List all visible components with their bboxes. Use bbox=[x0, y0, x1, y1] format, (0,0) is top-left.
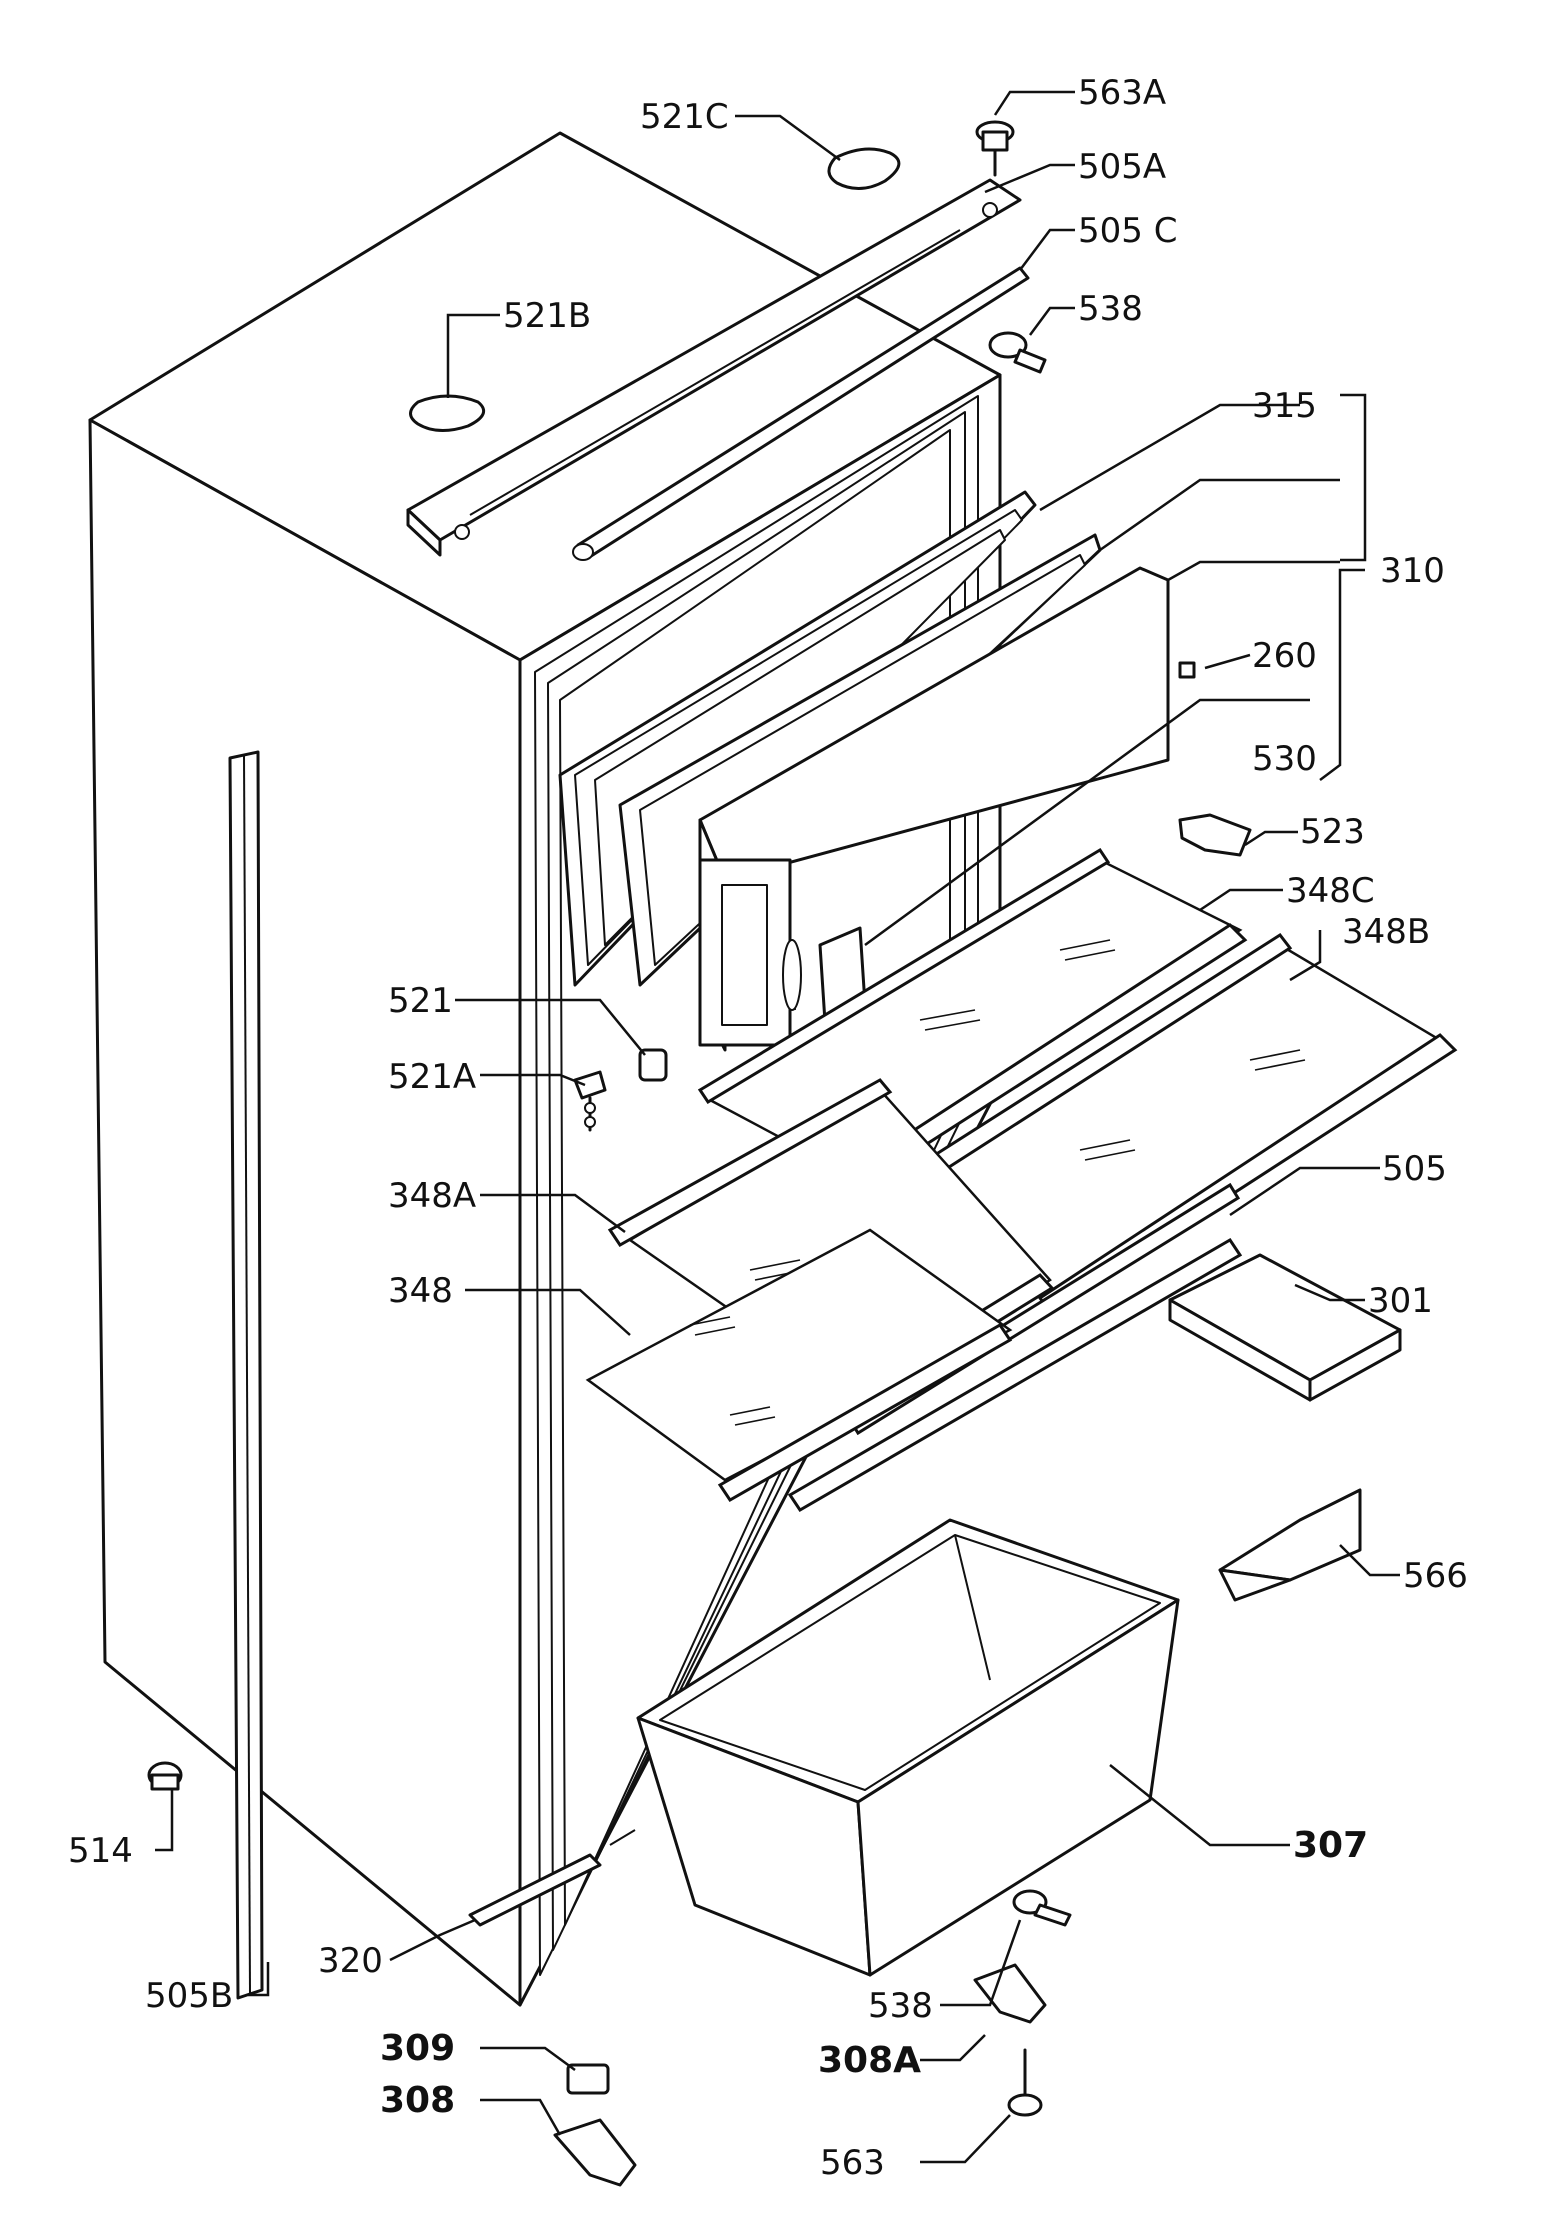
switch-521a bbox=[573, 1070, 607, 1132]
hinge-538-top bbox=[988, 331, 1047, 374]
label-308a: 308A bbox=[818, 2040, 921, 2081]
label-348a: 348A bbox=[388, 1176, 476, 1216]
screw-563 bbox=[1007, 2048, 1043, 2117]
label-563a: 563A bbox=[1078, 73, 1166, 113]
label-521c: 521C bbox=[640, 97, 729, 137]
gasket-505c bbox=[572, 266, 1030, 561]
screw-563a bbox=[975, 120, 1015, 177]
label-521: 521 bbox=[388, 981, 453, 1021]
label-309: 309 bbox=[380, 2028, 455, 2069]
foot-514 bbox=[147, 1761, 183, 1791]
label-320: 320 bbox=[318, 1941, 383, 1981]
hinge-538-bottom bbox=[1012, 1889, 1072, 1927]
label-521a: 521A bbox=[388, 1057, 476, 1097]
hinge-cover-521c bbox=[827, 147, 901, 190]
bracket-320 bbox=[468, 1829, 636, 1927]
label-505: 505 bbox=[1382, 1149, 1447, 1189]
hinge-308a bbox=[973, 1963, 1047, 2024]
label-538-top: 538 bbox=[1078, 289, 1143, 329]
leader-lines bbox=[155, 90, 1400, 2164]
label-260: 260 bbox=[1252, 636, 1317, 676]
label-530: 530 bbox=[1252, 739, 1317, 779]
label-308: 308 bbox=[380, 2080, 455, 2121]
ice-tray-301 bbox=[1168, 1253, 1402, 1402]
label-348b: 348B bbox=[1342, 912, 1430, 952]
label-301: 301 bbox=[1368, 1281, 1433, 1321]
hinge-308 bbox=[553, 2118, 637, 2187]
label-307: 307 bbox=[1293, 1825, 1368, 1866]
door-gasket-505b bbox=[228, 750, 264, 2000]
freezer-door-outer-panel bbox=[698, 566, 1170, 1052]
label-521b: 521B bbox=[503, 296, 591, 336]
hinge-cover-521b bbox=[409, 394, 486, 432]
label-523: 523 bbox=[1300, 812, 1365, 852]
cap-521 bbox=[638, 1048, 668, 1082]
label-566: 566 bbox=[1403, 1556, 1468, 1596]
shelf-348 bbox=[585, 1228, 1243, 1513]
label-538-bottom: 538 bbox=[868, 1986, 933, 2026]
label-563: 563 bbox=[820, 2143, 885, 2183]
latch-523 bbox=[1178, 813, 1252, 857]
label-315: 315 bbox=[1252, 386, 1317, 426]
label-514: 514 bbox=[68, 1831, 133, 1871]
clip-260 bbox=[1178, 661, 1196, 679]
label-348: 348 bbox=[388, 1271, 453, 1311]
label-505a: 505A bbox=[1078, 147, 1166, 187]
block-309 bbox=[566, 2063, 610, 2095]
label-348c: 348C bbox=[1286, 871, 1375, 911]
label-505b: 505B bbox=[145, 1976, 233, 2016]
part-labels: 563A 521C 505A 505 C 521B 538 315 310 26… bbox=[68, 73, 1468, 2183]
label-310: 310 bbox=[1380, 551, 1445, 591]
top-strip-505a bbox=[406, 178, 1022, 557]
label-505c: 505 C bbox=[1078, 211, 1177, 251]
scraper-566 bbox=[1218, 1488, 1362, 1602]
crisper-drawer-307 bbox=[636, 1518, 1180, 1977]
